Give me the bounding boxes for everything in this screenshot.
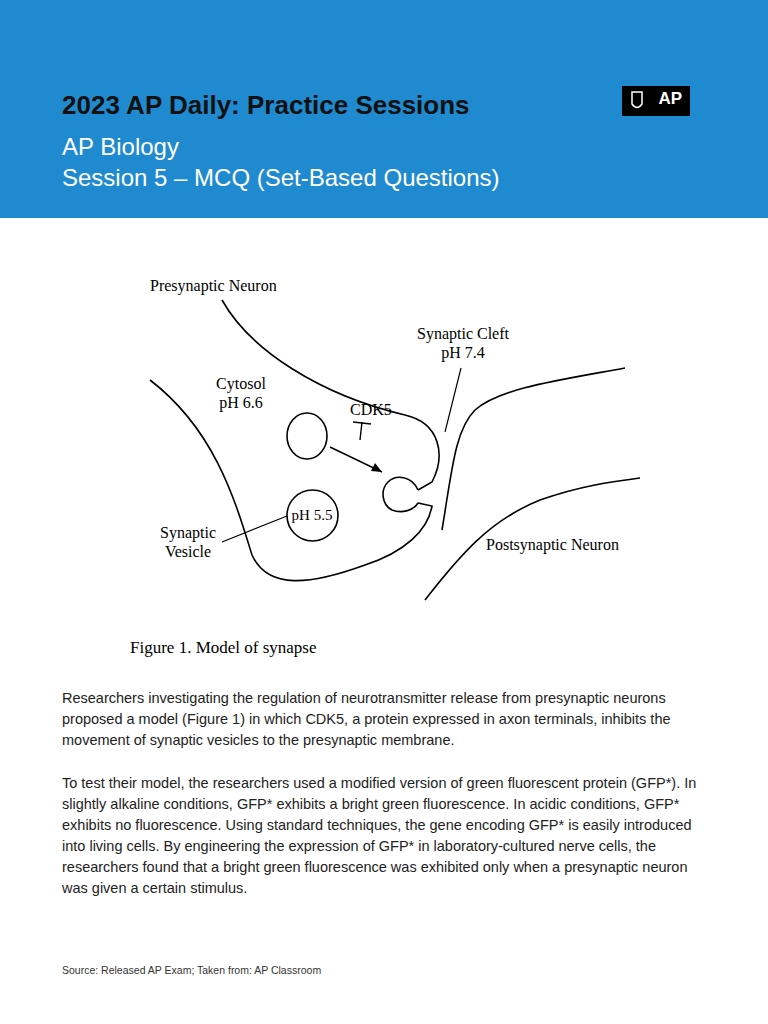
- figure-caption: Figure 1. Model of synapse: [130, 638, 450, 658]
- vesicle-membrane: [287, 490, 338, 541]
- logo-shield: [632, 92, 642, 108]
- vesicle-circle: pH 5.5: [286, 489, 339, 542]
- course-name: AP Biology: [62, 133, 662, 162]
- leader-line: [222, 516, 287, 542]
- postsynaptic-membrane: [442, 368, 625, 530]
- inhibition-bar: [353, 422, 371, 424]
- vesicle: [287, 413, 327, 459]
- part-label: Postsynaptic Neuron: [486, 535, 666, 554]
- leader-line: [445, 368, 461, 432]
- body-paragraph: To test their model, the researchers use…: [62, 773, 707, 899]
- source-note: Source: Released AP Exam; Taken from: AP…: [62, 964, 562, 977]
- logo-text: AP: [624, 89, 688, 109]
- part-label: Presynaptic Neuron: [150, 276, 330, 295]
- page-title: 2023 AP Daily: Practice Sessions: [62, 90, 602, 121]
- part-label: Synaptic Cleft pH 7.4: [408, 324, 518, 362]
- presynaptic-membrane: [150, 300, 439, 581]
- session-name: Session 5 – MCQ (Set-Based Questions): [62, 164, 702, 193]
- arrowhead: [371, 463, 382, 472]
- logo-box: [622, 86, 690, 116]
- docking-vesicle: [383, 477, 418, 511]
- part-label: Synaptic Vesicle: [150, 523, 226, 561]
- protein-label: CDK5: [350, 400, 410, 419]
- vesicle-ph-label: pH 5.5: [292, 506, 333, 524]
- inhibition-stem: [360, 422, 362, 440]
- movement-arrow: [330, 447, 382, 472]
- body-paragraph: Researchers investigating the regulation…: [62, 688, 707, 751]
- part-label: Cytosol pH 6.6: [205, 374, 277, 412]
